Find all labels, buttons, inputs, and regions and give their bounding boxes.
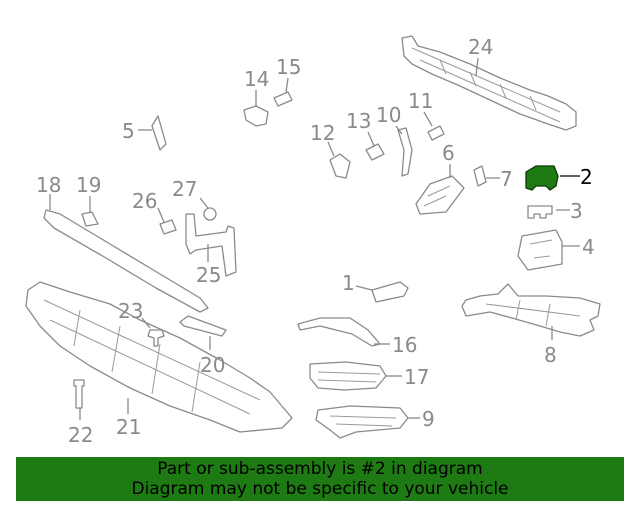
- banner-line-2: Diagram may not be specific to your vehi…: [131, 479, 509, 499]
- part-16-molding[interactable]: [297, 317, 381, 347]
- leader-11: [423, 111, 433, 127]
- part-26-bolt[interactable]: [159, 219, 177, 235]
- leader-23: [141, 317, 151, 329]
- part-22-bolt[interactable]: [73, 379, 85, 409]
- callout-22[interactable]: 22: [68, 423, 93, 447]
- callout-9[interactable]: 9: [422, 407, 435, 431]
- part-20-seal[interactable]: [179, 315, 227, 337]
- callout-4[interactable]: 4: [582, 235, 595, 259]
- banner-line-1: Part or sub-assembly is #2 in diagram: [157, 459, 483, 479]
- callout-19[interactable]: 19: [76, 173, 101, 197]
- part-3-clip[interactable]: [527, 205, 553, 219]
- part-18-molding[interactable]: [43, 209, 209, 313]
- callout-10[interactable]: 10: [376, 103, 401, 127]
- callout-14[interactable]: 14: [244, 67, 269, 91]
- part-24-absorber[interactable]: [401, 35, 577, 131]
- callout-16[interactable]: 16: [392, 333, 417, 357]
- part-6-bracket[interactable]: [415, 175, 465, 215]
- callout-26[interactable]: 26: [132, 189, 157, 213]
- callout-15[interactable]: 15: [276, 55, 301, 79]
- callout-25[interactable]: 25: [196, 263, 221, 287]
- part-5-clip[interactable]: [151, 115, 167, 151]
- leader-27: [199, 197, 209, 209]
- part-12-bracket[interactable]: [329, 153, 351, 179]
- callout-8[interactable]: 8: [544, 343, 557, 367]
- part-8-bracket[interactable]: [461, 283, 601, 337]
- leader-15: [285, 77, 289, 93]
- part-21-undercover[interactable]: [25, 281, 293, 433]
- leader-1: [355, 285, 373, 291]
- callout-11[interactable]: 11: [408, 89, 433, 113]
- info-banner: Part or sub-assembly is #2 in diagram Di…: [16, 457, 624, 501]
- callout-7[interactable]: 7: [500, 167, 513, 191]
- part-10-bracket[interactable]: [397, 127, 413, 177]
- callout-12[interactable]: 12: [310, 121, 335, 145]
- part-25-bracket[interactable]: [185, 213, 237, 277]
- callout-21[interactable]: 21: [116, 415, 141, 439]
- part-27-nut[interactable]: [203, 207, 217, 221]
- callout-20[interactable]: 20: [200, 353, 225, 377]
- callout-17[interactable]: 17: [404, 365, 429, 389]
- leader-26: [157, 207, 165, 223]
- callout-13[interactable]: 13: [346, 109, 371, 133]
- callout-2[interactable]: 2: [580, 165, 593, 189]
- part-17-grille[interactable]: [309, 361, 387, 391]
- leader-12: [327, 141, 335, 157]
- part-19-bracket[interactable]: [81, 211, 99, 227]
- part-2-bracket-highlighted[interactable]: [525, 165, 559, 191]
- callout-1[interactable]: 1: [342, 271, 355, 295]
- callout-27[interactable]: 27: [172, 177, 197, 201]
- leader-10: [395, 125, 403, 135]
- part-14-bracket[interactable]: [243, 105, 269, 127]
- leader-24: [475, 57, 479, 77]
- part-4-cover[interactable]: [517, 229, 563, 271]
- part-23-clip[interactable]: [147, 329, 165, 347]
- callout-5[interactable]: 5: [122, 119, 135, 143]
- parts-diagram: 24 14 15 5 12 13 10 11 6 7: [25, 35, 601, 447]
- part-9-grille[interactable]: [315, 405, 409, 439]
- leader-13: [367, 131, 375, 147]
- part-11-bolt[interactable]: [427, 125, 445, 141]
- callout-23[interactable]: 23: [118, 299, 143, 323]
- callout-24[interactable]: 24: [468, 35, 493, 59]
- part-13-bolt[interactable]: [365, 143, 385, 161]
- callout-6[interactable]: 6: [442, 141, 455, 165]
- part-1-cover[interactable]: [371, 281, 409, 303]
- part-7-bolt[interactable]: [473, 165, 487, 187]
- part-15-bolt[interactable]: [273, 91, 293, 107]
- callout-18[interactable]: 18: [36, 173, 61, 197]
- callout-3[interactable]: 3: [570, 199, 583, 223]
